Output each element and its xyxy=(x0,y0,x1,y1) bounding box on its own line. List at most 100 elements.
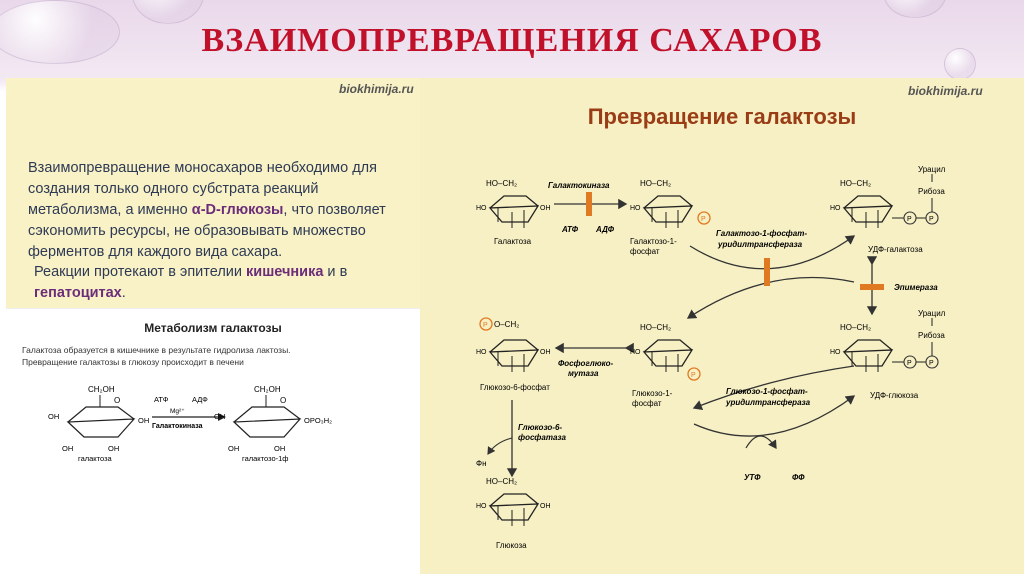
metabolism-heading: Метаболизм галактозы xyxy=(144,321,281,335)
galactose-1p-name: Галактозо-1- xyxy=(630,237,677,246)
adp-label: АДФ xyxy=(192,395,208,404)
pp-label: ФФ xyxy=(792,473,805,482)
transferase-2-arrow xyxy=(693,395,856,437)
metabolism-line-1: Галактоза образуется в кишечнике в резул… xyxy=(22,345,291,355)
udp-galactose-ring xyxy=(843,195,893,229)
phosphate-label: P xyxy=(929,360,934,367)
watermark: biokhimija.ru xyxy=(908,84,983,98)
uracil-label: Урацил xyxy=(918,165,946,174)
intro-highlight: α-D-глюкозы xyxy=(191,202,284,218)
transferase-1-arrow xyxy=(686,276,855,319)
metabolism-line-2: Превращение галактозы в глюкозу происход… xyxy=(22,357,244,367)
oh-label: OH xyxy=(138,416,149,425)
glucose-6p-ring xyxy=(489,339,539,373)
metabolism-figure: Метаболизм галактозы Галактоза образуетс… xyxy=(22,321,332,463)
transferase-2-arrow xyxy=(692,365,855,410)
ho-label: HO xyxy=(630,349,641,356)
galactose-ring xyxy=(489,195,539,229)
intro-paragraph-1: Взаимопревращение моносахаров необходимо… xyxy=(28,158,413,263)
intro-highlight: гепатоцитах xyxy=(34,285,122,301)
arrow-head xyxy=(218,413,226,421)
galactokinase-label: Галактокиназа xyxy=(548,181,610,190)
phosphate-label: P xyxy=(929,216,934,223)
phosphate-circle xyxy=(479,317,493,331)
phosphate-label: P xyxy=(701,216,706,223)
decor-bubble xyxy=(0,0,120,64)
intro-text: и в xyxy=(323,264,348,280)
galactose-1p-name: галактозо-1ф xyxy=(242,454,288,463)
o-ch2-label: O–CH₂ xyxy=(494,320,519,329)
ribose-label: Рибоза xyxy=(918,187,945,196)
ring-o-label: O xyxy=(280,396,286,405)
galactose-1p-ring xyxy=(643,195,693,229)
mg-label: Mg²⁺ xyxy=(170,408,185,415)
transferase-1-label: уридилтрансфераза xyxy=(717,240,803,249)
glucose-name: Глюкоза xyxy=(496,541,527,550)
galactose-name: галактоза xyxy=(78,454,113,463)
intro-text: Реакции протекают в эпителии xyxy=(34,264,247,280)
oh-label: OH xyxy=(540,205,551,212)
glucose-1p-name: Глюкозо-1- xyxy=(632,389,673,398)
phosphatase-label: фосфатаза xyxy=(518,433,566,442)
galactose-ring xyxy=(66,406,136,438)
atp-label: АТФ xyxy=(561,225,579,234)
ho-label: HO xyxy=(630,205,641,212)
pn-release-arrow xyxy=(487,437,513,455)
transferase-1-arrow xyxy=(689,235,856,270)
oh-label: OH xyxy=(214,412,225,421)
metabolism-box: Метаболизм галактозы Галактоза образуетс… xyxy=(6,308,420,575)
utp-pp-arrow xyxy=(745,435,777,449)
slide-title: ВЗАИМОПРЕВРАЩЕНИЯ САХАРОВ xyxy=(201,22,823,59)
ho-ch2-label: HO–CH₂ xyxy=(840,323,871,332)
enzyme-bar xyxy=(586,192,592,216)
oh-label: OH xyxy=(540,503,551,510)
intro-text: , что позволяет сэкономить ресурсы, не о… xyxy=(28,202,386,260)
ho-ch2-label: HO–CH₂ xyxy=(640,323,671,332)
ring-o-label: O xyxy=(114,396,120,405)
ho-ch2-label: HO–CH₂ xyxy=(486,179,517,188)
ho-label: HO xyxy=(830,205,841,212)
phosphoglucomutase-label: Фосфоглюко- xyxy=(558,359,614,368)
ch2oh-label: CH₂OH xyxy=(88,385,115,394)
ho-ch2-label: HO–CH₂ xyxy=(640,179,671,188)
oh-label: OH xyxy=(62,444,73,453)
pn-label: Фн xyxy=(476,459,487,468)
oh-label: OH xyxy=(228,444,239,453)
udp-galactose-name: УДФ-галактоза xyxy=(868,245,923,254)
atp-label: АТФ xyxy=(154,395,169,404)
enzyme-bar xyxy=(860,284,884,290)
ribose-label: Рибоза xyxy=(918,331,945,340)
transferase-2-label: уридилтрансфераза xyxy=(725,398,811,407)
ch2oh-label: CH₂OH xyxy=(254,385,281,394)
phosphate-label: P xyxy=(907,360,912,367)
phosphate-circle xyxy=(687,367,701,381)
glucose-6p-name: Глюкозо-6-фосфат xyxy=(480,383,550,392)
galactose-1p-name: фосфат xyxy=(630,247,660,256)
epimerase-label: Эпимераза xyxy=(894,283,938,292)
phosphate-label: P xyxy=(907,216,912,223)
oh-label: OH xyxy=(48,412,59,421)
transferase-1-label: Галактозо-1-фосфат- xyxy=(716,229,807,238)
udp-glucose-name: УДФ-глюкоза xyxy=(870,391,919,400)
galactose-diagram-panel xyxy=(420,78,1024,574)
glucose-ring xyxy=(489,493,539,527)
ho-label: HO xyxy=(830,349,841,356)
utp-label: УТФ xyxy=(744,473,761,482)
phosphatase-label: Глюкозо-6- xyxy=(518,423,562,432)
intro-text: . xyxy=(121,285,126,301)
ho-ch2-label: HO–CH₂ xyxy=(840,179,871,188)
enzyme-label: Галактокиназа xyxy=(152,423,203,430)
phosphate-circle xyxy=(697,211,711,225)
phosphate-label: OPO₃H₂ xyxy=(304,416,332,425)
adp-label: АДФ xyxy=(595,225,615,234)
udp-glucose-ring xyxy=(843,339,893,373)
watermark: biokhimija.ru xyxy=(339,82,414,96)
intro-paragraph-2: Реакции протекают в эпителии кишечника и… xyxy=(34,262,413,304)
ho-label: HO xyxy=(476,503,487,510)
oh-label: OH xyxy=(540,349,551,356)
phosphate-label: P xyxy=(691,372,696,379)
enzyme-bar xyxy=(764,258,770,286)
ho-ch2-label: HO–CH₂ xyxy=(486,477,517,486)
ho-label: HO xyxy=(476,349,487,356)
glucose-1p-name: фосфат xyxy=(632,399,662,408)
